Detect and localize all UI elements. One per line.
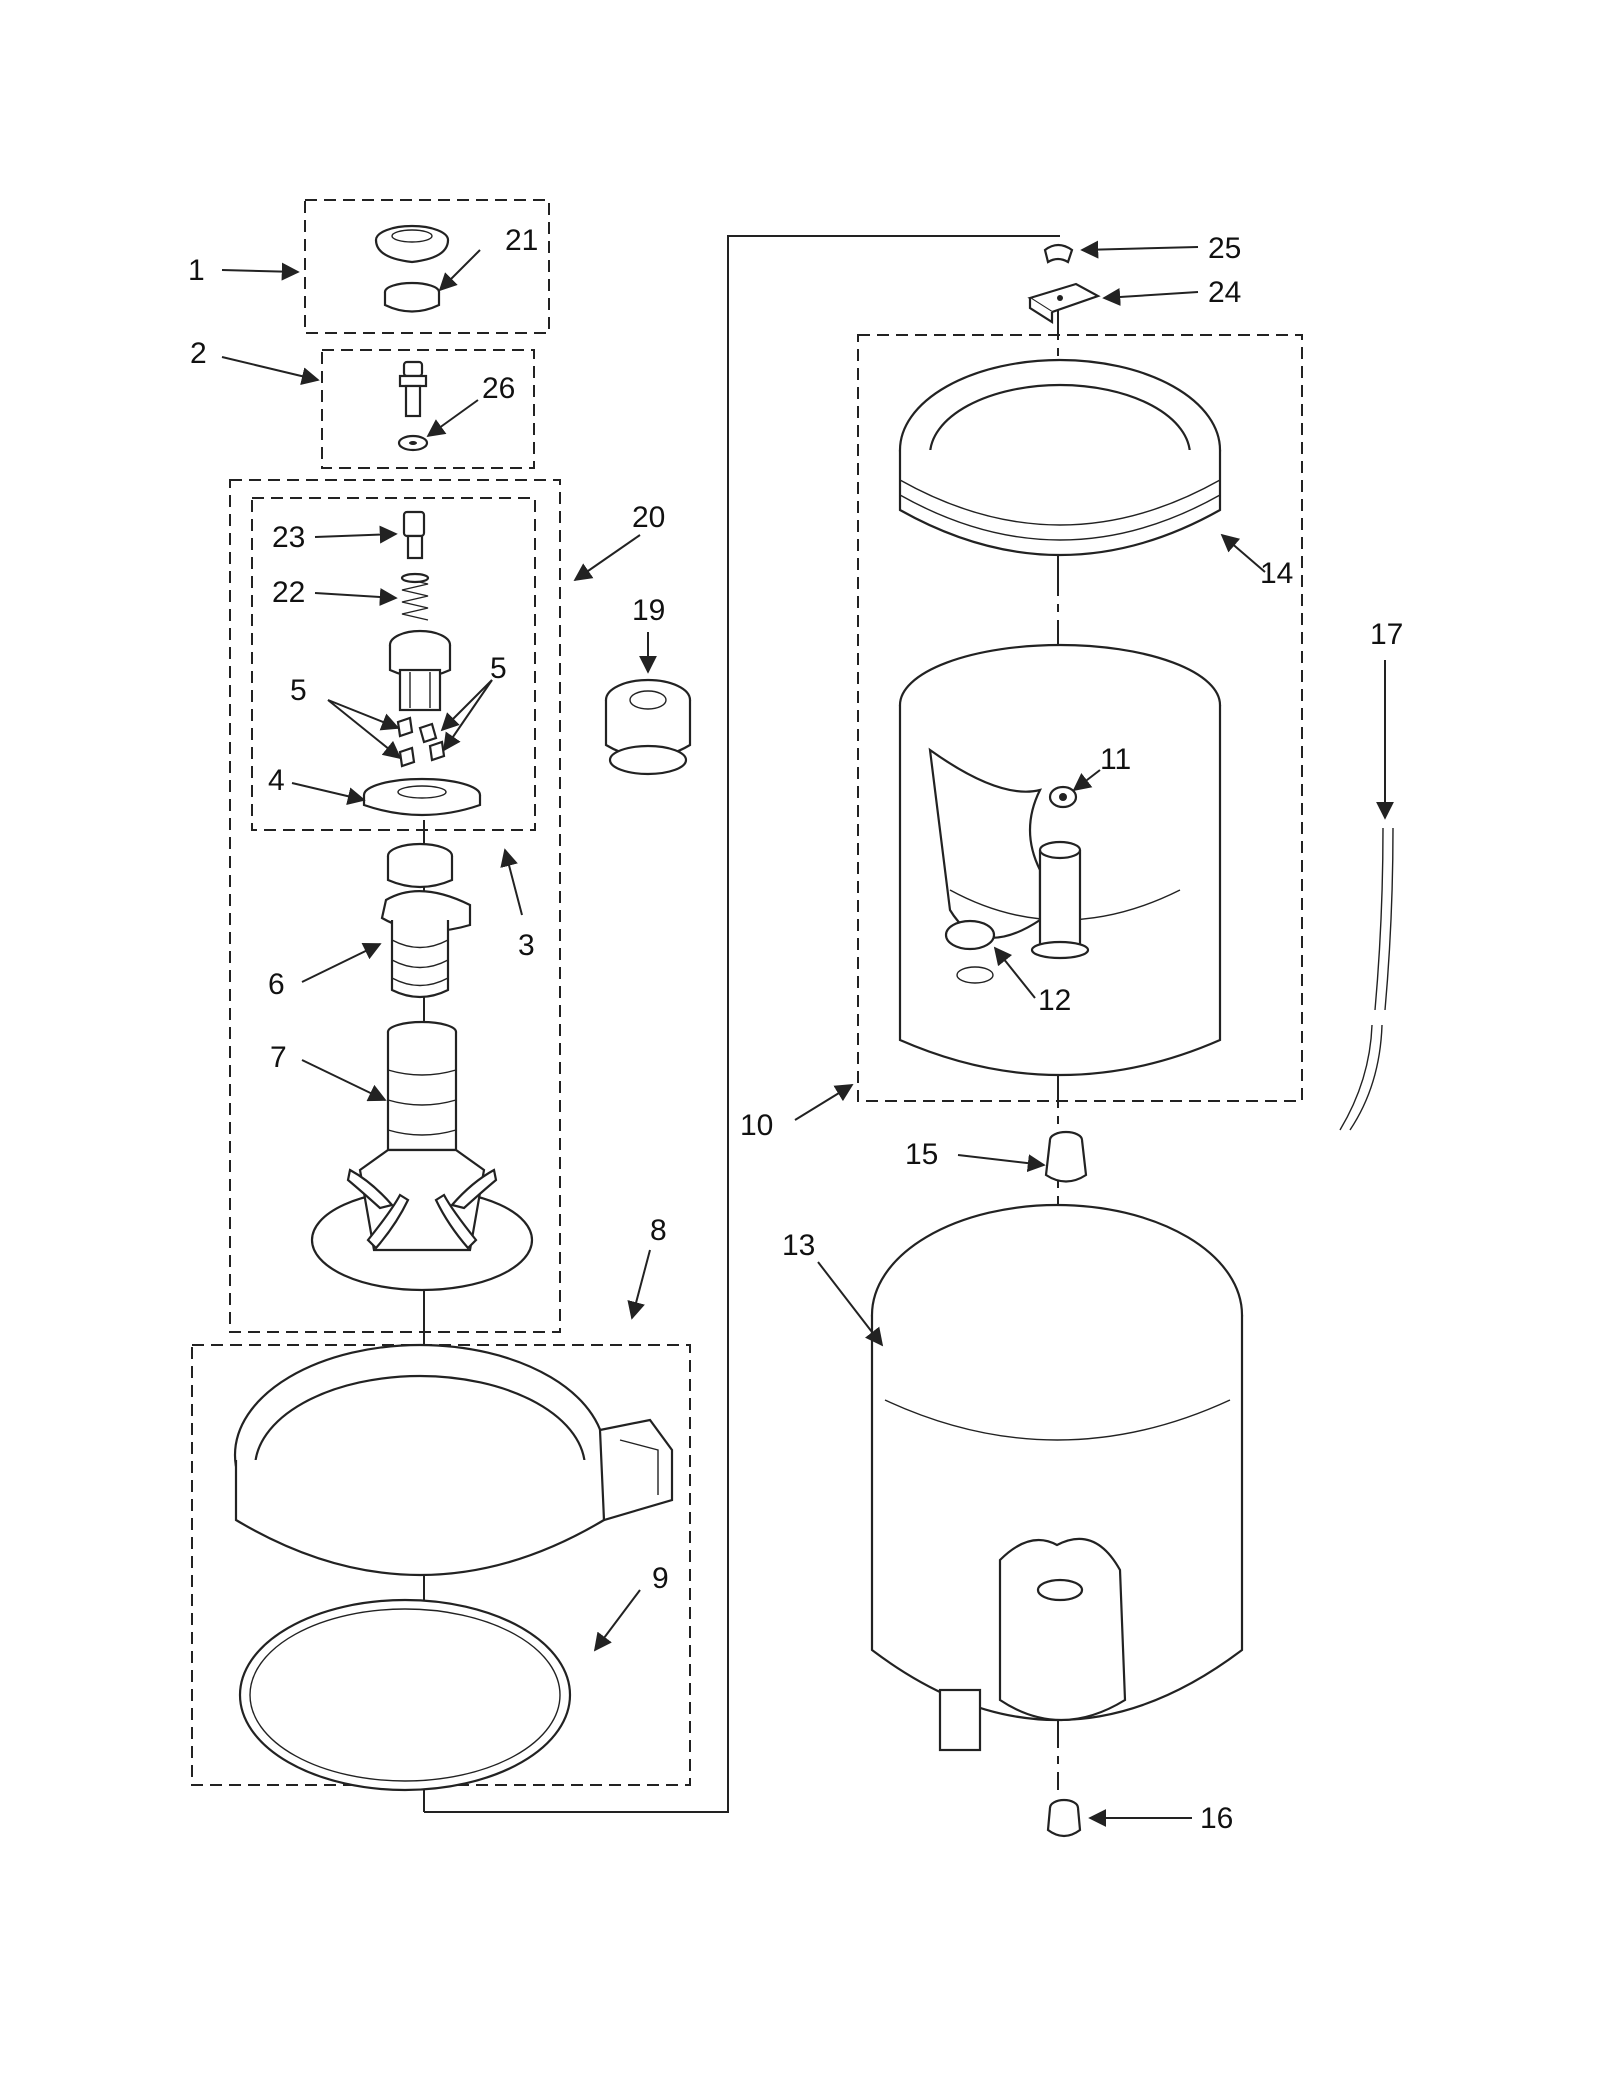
callout-6: 6 bbox=[268, 968, 285, 1001]
callout-9: 9 bbox=[652, 1562, 669, 1595]
callout-1: 1 bbox=[188, 254, 205, 287]
dog-parts bbox=[396, 716, 446, 768]
balance-ring-part bbox=[898, 358, 1222, 556]
callout-4: 4 bbox=[268, 764, 285, 797]
connector-line bbox=[424, 235, 1060, 1813]
callout-25: 25 bbox=[1208, 232, 1241, 265]
leader-lines bbox=[221, 240, 1394, 1827]
cam-part bbox=[388, 629, 452, 712]
callout-24: 24 bbox=[1208, 276, 1241, 309]
callout-19: 19 bbox=[632, 594, 665, 627]
group-box-20 bbox=[229, 479, 561, 1333]
callout-2: 2 bbox=[190, 337, 207, 370]
callout-21: 21 bbox=[505, 224, 538, 257]
callout-3: 3 bbox=[518, 929, 535, 962]
spin-basket-part bbox=[898, 643, 1222, 1077]
clip-part bbox=[1043, 243, 1074, 264]
auger-part bbox=[380, 842, 472, 999]
agitator-part bbox=[310, 1020, 534, 1292]
callout-5b: 5 bbox=[490, 652, 507, 685]
callout-14: 14 bbox=[1260, 557, 1293, 590]
callout-10: 10 bbox=[740, 1109, 773, 1142]
callout-8: 8 bbox=[650, 1214, 667, 1247]
bracket-part bbox=[1027, 282, 1101, 325]
callout-13: 13 bbox=[782, 1229, 815, 1262]
group-box-1 bbox=[304, 199, 550, 334]
callout-16: 16 bbox=[1200, 1802, 1233, 1835]
seal-part-16 bbox=[1046, 1798, 1082, 1838]
callout-23: 23 bbox=[272, 521, 305, 554]
group-box-10 bbox=[857, 334, 1303, 1102]
callout-11: 11 bbox=[1100, 743, 1131, 776]
bearing-part bbox=[604, 678, 692, 776]
callout-26: 26 bbox=[482, 372, 515, 405]
group-box-2 bbox=[321, 349, 535, 469]
tub-seal-part bbox=[238, 1598, 572, 1792]
dog-plate-part bbox=[362, 777, 482, 817]
hose-part bbox=[1339, 827, 1394, 1131]
callout-15: 15 bbox=[905, 1138, 938, 1171]
callout-20: 20 bbox=[632, 501, 665, 534]
seal-part-15 bbox=[1044, 1130, 1088, 1183]
basket-nut-part bbox=[1048, 785, 1078, 809]
callout-5a: 5 bbox=[290, 674, 307, 707]
outer-tub-part bbox=[870, 1203, 1244, 1752]
tub-ring-part bbox=[233, 1343, 674, 1576]
bolt-part bbox=[397, 360, 429, 452]
plunger-part bbox=[402, 510, 426, 560]
callout-12: 12 bbox=[1038, 984, 1071, 1017]
callout-7: 7 bbox=[270, 1041, 287, 1074]
spring-part bbox=[400, 572, 430, 621]
agitator-cap-part bbox=[374, 224, 450, 313]
group-box-3 bbox=[251, 497, 536, 831]
callout-17: 17 bbox=[1370, 618, 1403, 651]
callout-22: 22 bbox=[272, 576, 305, 609]
